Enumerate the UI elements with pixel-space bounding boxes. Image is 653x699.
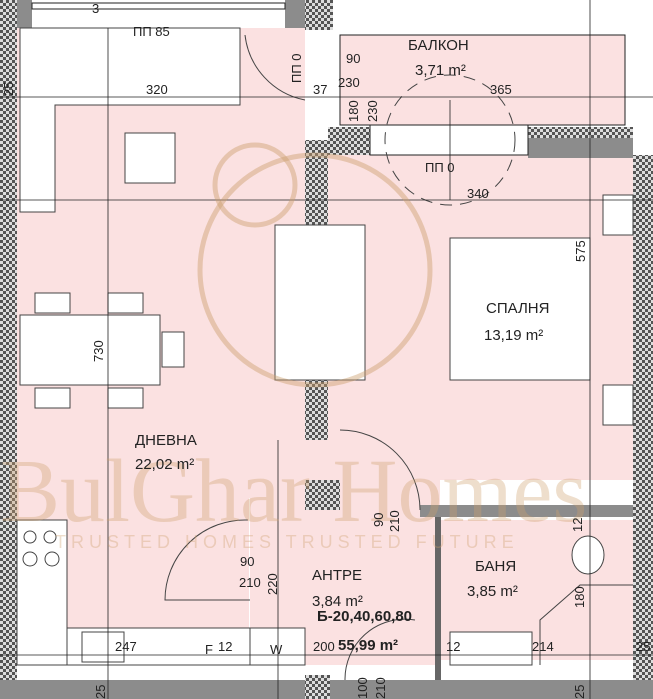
kitchen-counter xyxy=(16,519,68,666)
watermark-brand: BulGhar Homes xyxy=(0,442,588,541)
dim-label: 25 xyxy=(1,81,16,96)
wall xyxy=(305,675,330,699)
chair xyxy=(34,387,71,409)
watermark-tagline: TRUSTED HOMES TRUSTED FUTURE xyxy=(55,532,519,552)
room-area-bedroom: 13,19 m² xyxy=(484,327,544,344)
dim-label: 180 xyxy=(346,100,361,122)
door-swing xyxy=(339,429,421,511)
apartment-code: Б-20,40,60,80 xyxy=(317,608,413,625)
nightstand xyxy=(602,384,634,426)
dim-label: 25 xyxy=(636,639,651,654)
room-name-hall: АНТРЕ xyxy=(312,567,363,584)
wall xyxy=(435,517,441,680)
room-name-living: ДНЕВНА xyxy=(135,432,197,449)
nightstand xyxy=(602,194,634,236)
wall xyxy=(305,0,333,30)
dim-label: 730 xyxy=(91,340,106,362)
door-swing xyxy=(164,519,250,601)
sofa xyxy=(19,27,241,213)
dim-label: 12 xyxy=(218,639,233,654)
dining-table xyxy=(19,314,161,386)
toilet xyxy=(571,535,605,575)
dim-label: 365 xyxy=(490,82,512,97)
washing-machine xyxy=(249,627,306,666)
dim-label: F xyxy=(205,642,213,657)
dim-label: W xyxy=(270,642,283,657)
balcony xyxy=(339,34,626,126)
dim-label: 90 xyxy=(240,554,255,569)
chair xyxy=(161,331,185,368)
chair xyxy=(34,292,71,314)
room-name-bedroom: СПАЛНЯ xyxy=(486,300,550,317)
window xyxy=(31,2,286,10)
dim-label: 340 xyxy=(467,186,489,201)
dim-label: 90 xyxy=(371,512,386,527)
chair xyxy=(107,387,144,409)
dim-label: ПП 0 xyxy=(289,53,304,83)
dim-label: 90 xyxy=(346,51,361,66)
wall xyxy=(285,0,305,28)
room-name-bath: БАНЯ xyxy=(475,558,517,575)
wall xyxy=(17,0,32,28)
dim-label: 210 xyxy=(373,677,388,699)
window xyxy=(369,124,529,156)
room-name-balcony: БАЛКОН xyxy=(408,37,469,54)
dim-label: ПП 85 xyxy=(133,24,170,39)
dim-label: 575 xyxy=(573,240,588,262)
dim-label: 3 xyxy=(92,1,100,16)
wall xyxy=(633,155,653,699)
shower xyxy=(539,584,633,665)
coffee-table xyxy=(124,132,176,184)
dim-label: 320 xyxy=(146,82,168,97)
wall xyxy=(0,0,17,699)
room-area-living: 22,02 m² xyxy=(135,456,195,473)
bath-sink xyxy=(449,631,533,666)
stove-burner xyxy=(43,530,57,544)
dim-label: 100 xyxy=(355,677,370,699)
dim-label: 247 xyxy=(115,639,137,654)
dim-label: 210 xyxy=(387,510,402,532)
dim-label: 220 xyxy=(265,573,280,595)
stove-burner xyxy=(23,530,37,544)
dim-label: 25 xyxy=(93,684,108,699)
wardrobe xyxy=(274,224,366,381)
dim-label: 210 xyxy=(239,575,261,590)
wall xyxy=(305,480,340,510)
living-room xyxy=(17,28,305,498)
dim-label: 12 xyxy=(570,517,585,532)
balcony-door-swing xyxy=(384,74,516,206)
bed xyxy=(449,237,591,381)
room-area-balcony: 3,71 m² xyxy=(415,62,466,79)
dim-label: 37 xyxy=(313,82,328,97)
room-area-bath: 3,85 m² xyxy=(467,583,518,600)
chair xyxy=(107,292,144,314)
dim-label: 230 xyxy=(365,100,380,122)
wall xyxy=(528,138,633,158)
kitchen-sink xyxy=(81,631,125,663)
wall xyxy=(420,505,633,517)
watermark-logo xyxy=(197,142,433,388)
dim-label: 25 xyxy=(572,684,587,699)
dim-label: 200 xyxy=(313,639,335,654)
stove-burner xyxy=(44,551,60,567)
dim-label: 180 xyxy=(572,586,587,608)
dim-label: ПП 0 xyxy=(425,160,455,175)
room-area-hall: 3,84 m² xyxy=(312,593,363,610)
stove-burner xyxy=(22,551,38,567)
dim-label: 12 xyxy=(446,639,461,654)
apartment-total-area: 55,99 m² xyxy=(338,637,399,654)
dim-label: 214 xyxy=(532,639,554,654)
dim-label: 230 xyxy=(338,75,360,90)
door-swing xyxy=(344,618,416,681)
